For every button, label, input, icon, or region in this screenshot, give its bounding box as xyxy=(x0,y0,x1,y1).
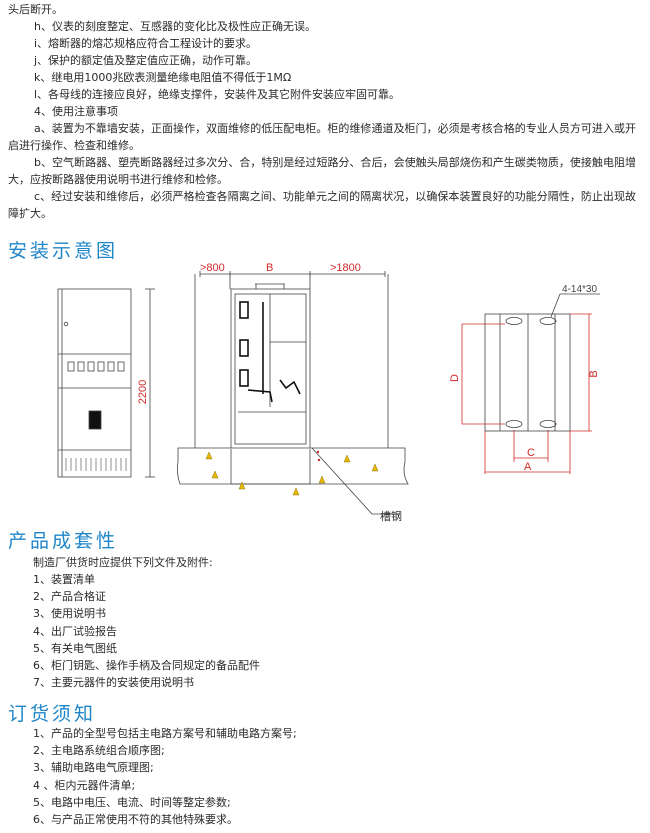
text-line-top: 头后断开。 xyxy=(8,3,63,16)
height-dimension xyxy=(145,288,155,478)
req-h: h、仪表的刻度整定、互感器的变化比及极性应正确无误。 xyxy=(34,20,316,33)
completeness-intro: 制造厂供货时应提供下列文件及附件: xyxy=(33,556,213,569)
list-item: 1、产品的全型号包括主电路方案号和辅助电路方案号; xyxy=(33,727,297,740)
list-item: 6、柜门钥匙、操作手柄及合同规定的备品配件 xyxy=(33,659,260,673)
dim-b-top-label: B xyxy=(266,262,273,274)
plan-dimension-a xyxy=(484,431,571,474)
anchor-marks xyxy=(205,451,379,496)
list-item: 7、主要元器件的安装使用说明书 xyxy=(33,676,194,690)
usage-heading: 4、使用注意事项 xyxy=(34,105,118,118)
usage-c: c、经过安装和维修后，必须严格检查各隔离之间、功能单元之间的隔离状况，以确保本装… xyxy=(8,190,636,220)
dim-right-label: >1800 xyxy=(330,262,361,274)
list-item: 2、主电路系统组合顺序图; xyxy=(33,744,165,758)
list-item: 5、有关电气图纸 xyxy=(33,641,117,655)
dim-left-label: >800 xyxy=(200,262,225,274)
plan-dimension-b xyxy=(570,313,592,432)
section-title-completeness: 产品成套性 xyxy=(8,530,119,552)
req-l: l、各母线的连接应良好，绝缘支撑件，安装件及其它附件安装应牢固可靠。 xyxy=(34,88,401,101)
dim-height-label: 2200 xyxy=(137,380,149,404)
list-item: 3、辅助电路电气原理图; xyxy=(33,761,154,775)
cabinet-internal-parts xyxy=(239,301,301,403)
usage-b: b、空气断路器、塑壳断路器经过多次分、合，特别是经过短路分、合后，会使触头局部烧… xyxy=(8,156,636,186)
list-item: 1、装置清单 xyxy=(33,573,95,586)
dim-c-label: C xyxy=(527,447,535,459)
red-dots xyxy=(316,450,321,462)
section-title-install: 安装示意图 xyxy=(8,240,119,262)
list-item: 4、出厂试验报告 xyxy=(33,624,117,638)
cabinet-vent-slots xyxy=(65,458,127,471)
req-k: k、继电用1000兆欧表测量绝缘电阻值不得低于1MΩ xyxy=(34,71,292,84)
hole-spec-label: 4-14*30 xyxy=(562,284,597,295)
list-item: 2、产品合格证 xyxy=(33,590,106,604)
completeness-list: 1、装置清单 2、产品合格证 3、使用说明书 4、出厂试验报告 5、有关电气图纸… xyxy=(33,571,260,691)
list-item: 5、电路中电压、电流、时间等整定参数; xyxy=(33,795,231,809)
plan-dimension-c xyxy=(513,430,549,462)
ordering-list: 1、产品的全型号包括主电路方案号和辅助电路方案号; 2、主电路系统组合顺序图; … xyxy=(33,725,297,828)
req-i: i、熔断器的熔芯规格应符合工程设计的要求。 xyxy=(34,37,258,50)
channel-label: 槽钢 xyxy=(380,510,402,522)
foundation-plan-view xyxy=(484,293,600,432)
req-j: j、保护的额定值及整定值应正确，动作可靠。 xyxy=(34,54,258,67)
list-item: 6、与产品正常使用不符的其他特殊要求。 xyxy=(33,813,238,827)
installation-diagram: 2200 >800 B >1800 4-14*30 D B C A 槽钢 xyxy=(57,262,600,522)
usage-a: a、装置为不靠墙安装，正面操作，双面维修的低压配电柜。柜的维修通道及柜门，必须是… xyxy=(8,122,636,152)
dim-b-side-label: B xyxy=(588,370,600,377)
list-item: 4 、柜内元器件清单; xyxy=(33,778,136,792)
dim-d-label: D xyxy=(449,374,461,382)
plan-dimension-d xyxy=(461,323,505,425)
channel-leader-line xyxy=(311,447,373,515)
foundation-base xyxy=(176,447,409,485)
section-title-ordering: 订货须知 xyxy=(8,703,97,725)
installation-section-view xyxy=(194,271,389,452)
cabinet-front-view xyxy=(57,288,132,478)
list-item: 3、使用说明书 xyxy=(33,607,106,621)
dim-a-label: A xyxy=(524,461,532,473)
